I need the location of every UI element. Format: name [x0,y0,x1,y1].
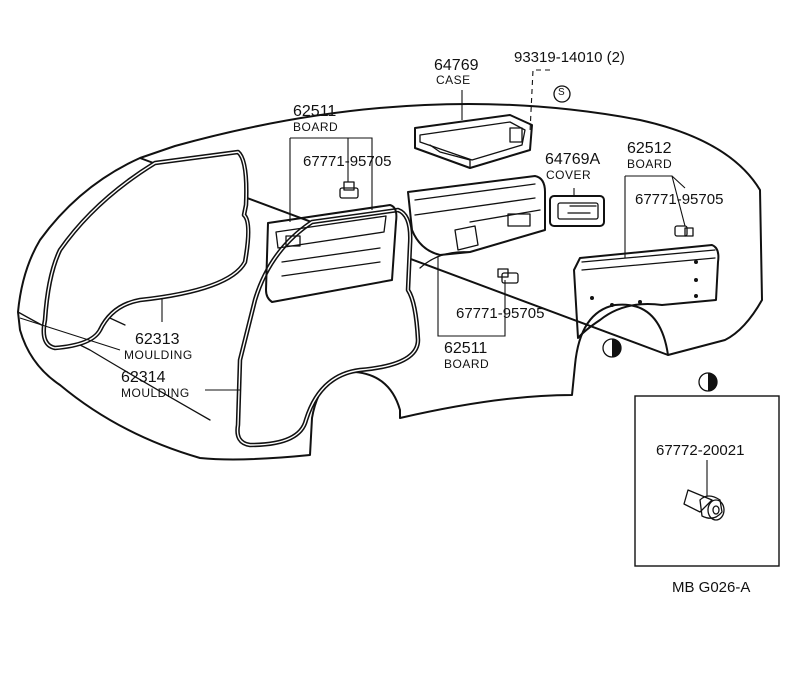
clip-left-number: 67771-95705 [303,153,392,170]
moulding-upper-name: MOULDING [124,348,193,362]
case-name: CASE [436,73,471,87]
case-number: 64769 [434,57,479,74]
clip-left-part [339,181,359,199]
board-left-part [265,204,398,303]
screw-symbol: S [558,87,565,98]
reference-mark-icon [602,338,622,358]
clip-right-number: 67771-95705 [635,191,724,208]
detail-part-number: 67772-20021 [656,442,745,459]
board-left-name: BOARD [293,120,339,134]
leader-board-right [624,175,686,258]
leader-moulding-upper [19,298,163,351]
board-center-name: BOARD [444,357,490,371]
board-right-name: BOARD [627,157,673,171]
leader-screw [529,69,550,133]
moulding-lower-number: 62314 [121,369,166,386]
leader-board-left [289,137,373,222]
screw-number: 93319-14010 (2) [514,49,625,66]
board-right-number: 62512 [627,140,672,157]
cover-part [549,195,605,227]
clip-right-part [674,225,694,237]
board-left-number: 62511 [293,103,337,120]
moulding-upper-number: 62313 [135,331,180,348]
case-part [414,114,533,169]
board-right-part [573,244,720,339]
moulding-upper-inner [43,151,249,349]
cover-number: 64769A [545,151,601,168]
moulding-upper-part [41,149,251,351]
cover-name: COVER [546,168,592,182]
board-center-part [407,175,546,256]
moulding-lower-name: MOULDING [121,386,190,400]
vehicle-body-outline [17,103,763,461]
board-center-number: 62511 [444,340,488,357]
moulding-lower-part [235,207,421,448]
detail-reference-mark-icon [698,372,718,392]
leader-board-center [437,256,506,337]
clip-center-number: 67771-95705 [456,305,545,322]
moulding-lower-inner [236,209,419,446]
screw-symbol-icon [553,85,571,103]
clip-center-part [497,268,519,284]
diagram-code: MB G026-A [672,579,751,596]
detail-box [634,395,780,567]
detail-clip-part [683,489,725,521]
